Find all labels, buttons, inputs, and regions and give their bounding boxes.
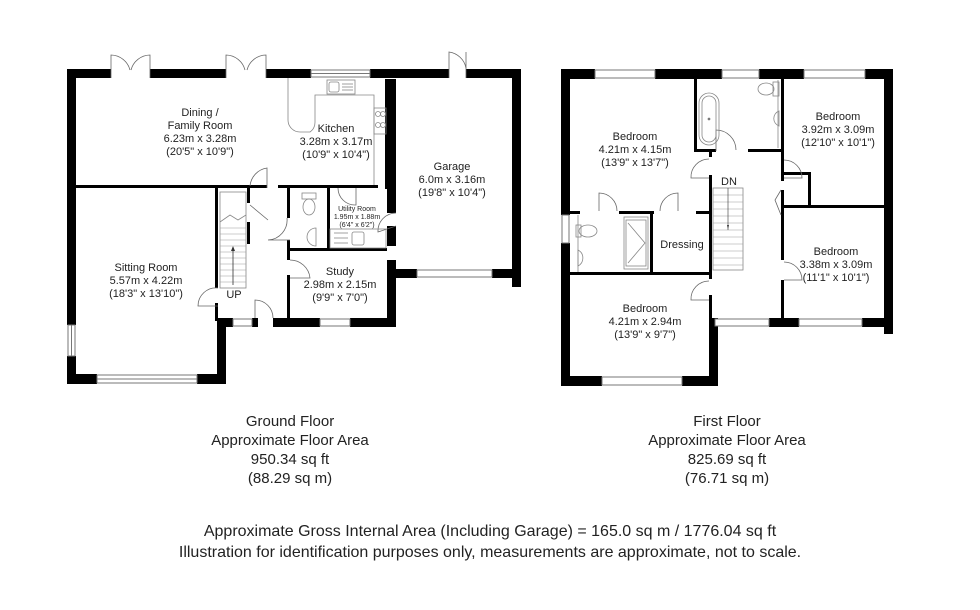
bathroom-toilet-icon <box>757 80 780 148</box>
ground-floor-caption: Ground Floor Approximate Floor Area 950.… <box>160 412 420 488</box>
bedroom1-metric: 4.21m x 4.15m <box>599 144 672 156</box>
bedroom1-imperial: (13'9" x 13'7") <box>601 157 669 169</box>
bedroom3-imperial: (11'1" x 10'1") <box>803 272 870 284</box>
ensuite-fixtures-icon <box>575 215 649 272</box>
ground-floor-interior-walls <box>76 79 388 321</box>
first-floor-exterior-walls <box>561 69 893 386</box>
ground-floor-room-labels: Dining / Family Room 6.23m x 3.28m (20'5… <box>109 107 486 304</box>
ground-floor-area-sqm: (88.29 sq m) <box>247 470 333 487</box>
bedroom3-name: Bedroom <box>814 246 859 258</box>
french-doors-icon <box>110 51 467 78</box>
footer: Approximate Gross Internal Area (Includi… <box>0 521 980 563</box>
first-floor-area-sqm: (76.71 sq m) <box>684 470 770 487</box>
first-floor-caption: First Floor Approximate Floor Area 825.6… <box>597 412 857 488</box>
bedroom2-imperial: (12'10" x 10'1") <box>801 137 875 149</box>
first-floor-room-labels: Bedroom 4.21m x 4.15m (13'9" x 13'7") Be… <box>599 111 875 341</box>
gross-internal-area: Approximate Gross Internal Area (Includi… <box>203 523 777 540</box>
ground-floor-area-sqft: 950.34 sq ft <box>250 451 330 468</box>
ground-floor-area-label: Approximate Floor Area <box>211 432 369 449</box>
stairs-down-label: DN <box>721 176 737 188</box>
stairs-up-icon <box>219 191 247 289</box>
first-floor-plan: Bedroom 4.21m x 4.15m (13'9" x 13'7") Be… <box>561 69 893 386</box>
first-floor-area-sqft: 825.69 sq ft <box>687 451 767 468</box>
ground-floor-title: Ground Floor <box>245 413 335 430</box>
bedroom4-imperial: (13'9" x 9'7") <box>614 329 676 341</box>
first-floor-windows <box>561 69 866 386</box>
ground-floor-windows <box>67 69 493 384</box>
utility-room-metric: 1.95m x 1.88m <box>334 214 380 221</box>
bedroom2-name: Bedroom <box>816 111 861 123</box>
sitting-room-name: Sitting Room <box>115 262 178 274</box>
kitchen-name: Kitchen <box>318 123 355 135</box>
study-metric: 2.98m x 2.15m <box>304 279 377 291</box>
first-floor-interior-walls <box>570 79 884 320</box>
toilet-icon <box>301 192 317 247</box>
study-name: Study <box>326 266 355 278</box>
stairs-up-label: UP <box>226 289 241 301</box>
sitting-room-imperial: (18'3" x 13'10") <box>109 288 183 300</box>
utility-room-imperial: (6'4" x 6'2") <box>339 222 374 229</box>
kitchen-metric: 3.28m x 3.17m <box>300 136 373 148</box>
dining-room-name-1: Dining / <box>181 107 219 119</box>
kitchen-fixtures-icon <box>287 78 387 249</box>
disclaimer: Illustration for identification purposes… <box>178 544 802 561</box>
bedroom3-metric: 3.38m x 3.09m <box>800 259 873 271</box>
first-floor-area-label: Approximate Floor Area <box>648 432 806 449</box>
garage-name: Garage <box>434 161 471 173</box>
bedroom2-metric: 3.92m x 3.09m <box>802 124 875 136</box>
garage-imperial: (19'8" x 10'4") <box>418 187 486 199</box>
dressing-room-name: Dressing <box>660 239 703 251</box>
kitchen-imperial: (10'9" x 10'4") <box>302 149 370 161</box>
garage-metric: 6.0m x 3.16m <box>419 174 486 186</box>
dining-room-imperial: (20'5" x 10'9") <box>166 146 234 158</box>
bedroom4-name: Bedroom <box>623 303 668 315</box>
bedroom4-metric: 4.21m x 2.94m <box>609 316 682 328</box>
stairs-down-icon <box>712 187 744 271</box>
sitting-room-metric: 5.57m x 4.22m <box>110 275 183 287</box>
bathtub-icon <box>698 92 720 146</box>
dining-room-name-2: Family Room <box>168 120 233 132</box>
study-imperial: (9'9" x 7'0") <box>312 292 367 304</box>
ground-floor-exterior-walls <box>67 69 521 384</box>
dining-room-metric: 6.23m x 3.28m <box>164 133 237 145</box>
ground-floor-plan: Dining / Family Room 6.23m x 3.28m (20'5… <box>67 51 521 384</box>
utility-room-name: Utility Room <box>338 206 376 213</box>
ground-floor-door-swings <box>197 167 397 319</box>
first-floor-title: First Floor <box>693 413 761 430</box>
bedroom1-name: Bedroom <box>613 131 658 143</box>
